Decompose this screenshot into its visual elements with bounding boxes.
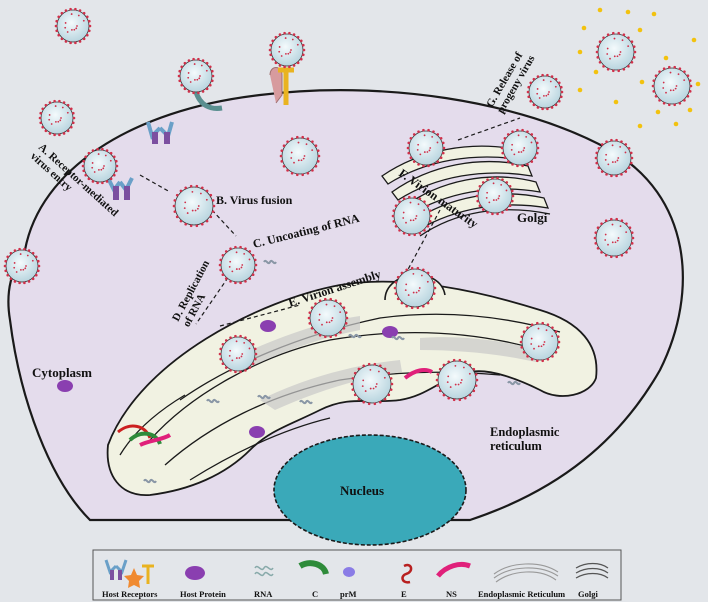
virus-in-vesicle: [279, 135, 321, 177]
extracellular-particle: [695, 81, 701, 87]
virus-er: [307, 297, 349, 339]
legend-rna: RNA: [254, 589, 273, 599]
legend-e: E: [401, 589, 407, 599]
virus-progeny-extracellular: [651, 65, 693, 107]
extracellular-particle: [687, 107, 693, 113]
rna: [263, 259, 277, 265]
virus-er: [218, 334, 258, 374]
virus-release: [500, 128, 540, 168]
extracellular-particle: [637, 27, 643, 33]
extracellular-particle: [625, 9, 631, 15]
virus-golgi: [406, 128, 446, 168]
legend-icons: [104, 559, 609, 588]
extracellular-particle: [613, 99, 619, 105]
legend-box: [92, 549, 622, 601]
rna: [299, 399, 313, 405]
virus-extracellular: [38, 99, 76, 137]
virus-entry-left: [3, 247, 41, 285]
virus-er: [350, 362, 394, 406]
virus-progeny: [593, 217, 635, 259]
extracellular-particle: [639, 79, 645, 85]
extracellular-particle: [691, 37, 697, 43]
host-protein: [382, 326, 398, 338]
legend-er: Endoplasmic Reticulum: [478, 589, 565, 599]
virus-er: [519, 321, 561, 363]
legend-prm: prM: [340, 589, 357, 599]
step-b-label: B. Virus fusion: [216, 193, 293, 207]
virus-golgi: [475, 176, 515, 216]
extracellular-particle: [655, 109, 661, 115]
virus-near-receptor: [268, 31, 306, 69]
endoplasmic-reticulum: [106, 280, 598, 496]
virus-release: [526, 73, 564, 111]
host-protein: [249, 426, 265, 438]
extracellular-particle: [651, 11, 657, 17]
virus-uncoating: [218, 245, 258, 285]
extracellular-particle: [637, 123, 643, 129]
process-arrows: [139, 117, 521, 327]
host-protein: [57, 380, 73, 392]
host-protein: [260, 320, 276, 332]
cytoplasm-label: Cytoplasm: [32, 365, 92, 380]
extracellular-particle: [577, 49, 583, 55]
virus-endocytosis: [81, 147, 119, 185]
extracellular-particle: [673, 121, 679, 127]
virus-fusion-vesicle: [172, 184, 216, 228]
legend-golgi: Golgi: [578, 589, 598, 599]
nucleus-label: Nucleus: [340, 483, 384, 498]
rna: [143, 478, 157, 484]
virus-progeny: [594, 138, 634, 178]
virus-extracellular: [54, 7, 92, 45]
virus-bound-receptor: [177, 57, 215, 95]
rna: [391, 335, 405, 341]
extracellular-particle: [581, 25, 587, 31]
legend-host-protein: Host Protein: [180, 589, 226, 599]
host-receptors-membrane: [106, 67, 294, 200]
golgi-label: Golgi: [517, 210, 548, 225]
legend-ns: NS: [446, 589, 457, 599]
nucleus: [273, 434, 467, 546]
legend-c: C: [312, 589, 318, 599]
extracellular-particle: [577, 87, 583, 93]
extracellular-particle: [663, 55, 669, 61]
extracellular-particle: [597, 7, 603, 13]
virus-er-bud: [393, 266, 437, 310]
legend-host-receptors: Host Receptors: [102, 589, 158, 599]
virus-er: [435, 358, 479, 402]
rna: [257, 394, 271, 400]
rna: [348, 333, 362, 339]
er-markers: [117, 368, 433, 447]
step-g-label: G. Release ofprogeny virus: [484, 47, 538, 116]
rna: [206, 398, 220, 404]
virus-progeny-extracellular: [595, 31, 637, 73]
virus-mature: [391, 195, 433, 237]
extracellular-particle: [593, 69, 599, 75]
rna: [507, 380, 521, 386]
